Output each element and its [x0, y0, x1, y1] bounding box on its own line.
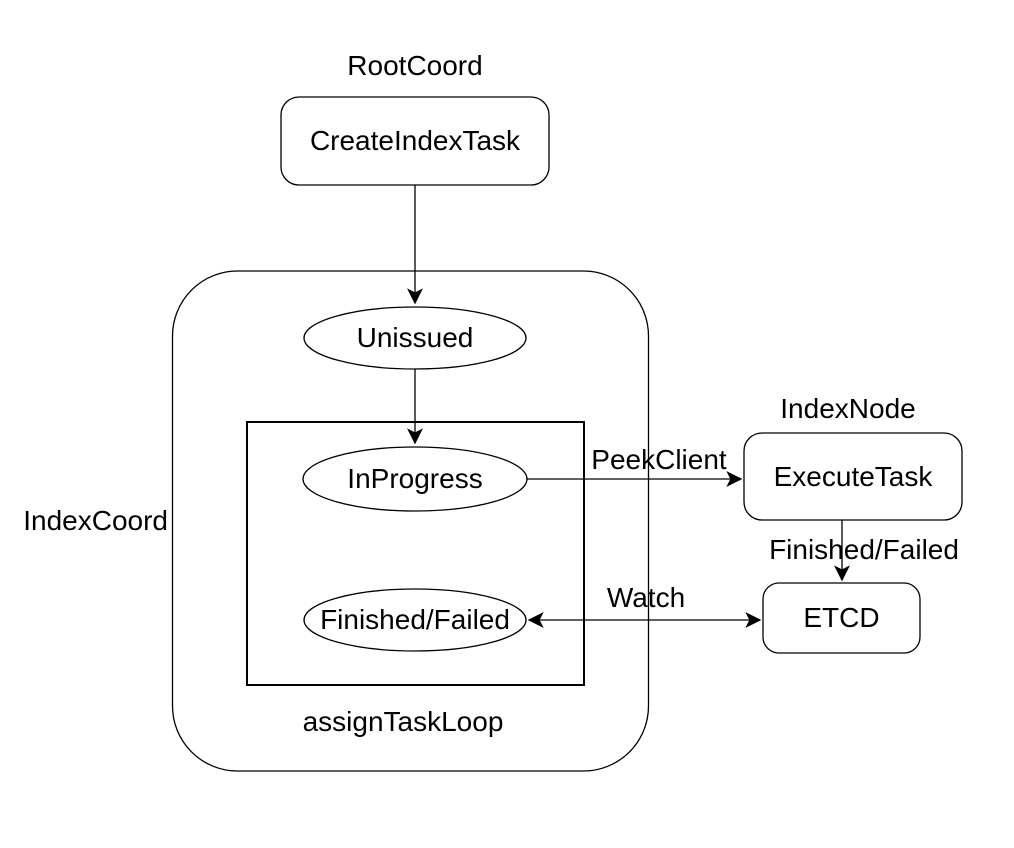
rootcoord-group-label: RootCoord	[347, 50, 483, 81]
inprogress-label: InProgress	[347, 463, 483, 494]
peekclient-edge-label: PeekClient	[591, 444, 727, 475]
execute-task-node	[743, 432, 963, 521]
inprogress-node	[302, 446, 528, 512]
create-index-task-node	[280, 96, 550, 186]
watch-edge-label: Watch	[606, 582, 686, 613]
unissued-label: Unissued	[356, 322, 474, 353]
finished-failed-edge-label: Finished/Failed	[769, 534, 959, 565]
etcd-label: ETCD	[803, 602, 880, 633]
create-index-task-label: CreateIndexTask	[309, 125, 521, 156]
indexnode-group-label: IndexNode	[780, 393, 916, 424]
assigntaskloop-group-label: assignTaskLoop	[302, 706, 504, 737]
etcd-node	[762, 582, 921, 654]
indexcoord-group-box	[171, 270, 650, 772]
indexcoord-group-label: IndexCoord	[23, 505, 168, 536]
finished-failed-label: Finished/Failed	[320, 604, 510, 635]
finished-failed-node	[303, 588, 527, 652]
execute-task-label: ExecuteTask	[773, 460, 933, 492]
unissued-node	[303, 306, 527, 370]
